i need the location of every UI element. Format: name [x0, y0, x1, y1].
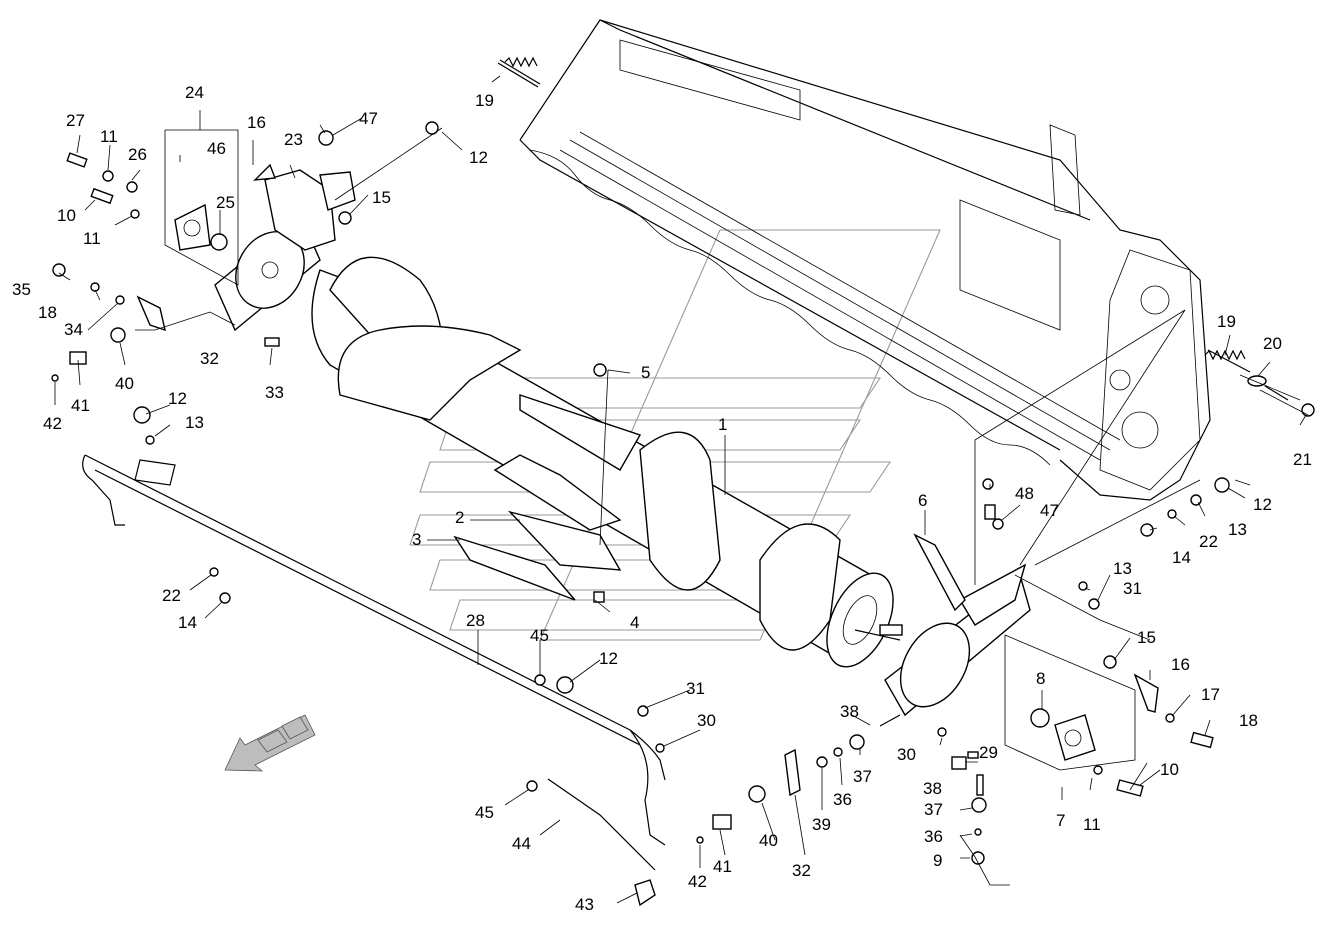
- callout-31a: 31: [686, 679, 705, 698]
- callout-12d: 12: [1253, 495, 1272, 514]
- leader-lines: [54, 75, 1309, 904]
- left-side-plate: [214, 169, 356, 332]
- callout-38b: 38: [923, 779, 942, 798]
- callout-14b: 14: [1172, 548, 1191, 567]
- callout-25: 25: [216, 193, 235, 212]
- callout-14a: 14: [178, 613, 197, 632]
- callout-13b: 13: [1228, 520, 1247, 539]
- callout-37b: 37: [924, 800, 943, 819]
- left-bearing-housing: [174, 203, 228, 251]
- callout-40a: 40: [115, 374, 134, 393]
- callout-16a: 16: [247, 113, 266, 132]
- callout-17: 17: [1201, 685, 1220, 704]
- callout-28: 28: [466, 611, 485, 630]
- callout-42a: 42: [43, 414, 62, 433]
- callout-labels: 1 2 3 4 5 6 7 8 9 10 10 11 11 11 12 12 1…: [12, 83, 1312, 914]
- callout-46: 46: [207, 139, 226, 158]
- callout-40b: 40: [759, 831, 778, 850]
- callout-20: 20: [1263, 334, 1282, 353]
- callout-27: 27: [66, 111, 85, 130]
- tubular-guard: [82, 454, 666, 846]
- callout-13c: 13: [1113, 559, 1132, 578]
- callout-2: 2: [455, 508, 464, 527]
- callout-44: 44: [512, 834, 531, 853]
- callout-37a: 37: [853, 767, 872, 786]
- callout-19b: 19: [1217, 312, 1236, 331]
- callout-8: 8: [1036, 669, 1045, 688]
- callout-7: 7: [1056, 811, 1065, 830]
- springs: [497, 56, 1289, 907]
- callout-43: 43: [575, 895, 594, 914]
- hardware: [51, 121, 1315, 865]
- callout-24: 24: [185, 83, 204, 102]
- callout-12b: 12: [168, 389, 187, 408]
- callout-10b: 10: [1160, 760, 1179, 779]
- callout-5: 5: [641, 363, 650, 382]
- callout-36b: 36: [924, 827, 943, 846]
- direction-arrow-icon: [224, 714, 316, 772]
- callout-30b: 30: [897, 745, 916, 764]
- right-side-plate: [884, 533, 1031, 717]
- callout-31b: 31: [1123, 579, 1142, 598]
- callout-45a: 45: [530, 626, 549, 645]
- callout-15a: 15: [372, 188, 391, 207]
- callout-48: 48: [1015, 484, 1034, 503]
- callout-38a: 38: [840, 702, 859, 721]
- callout-11c: 11: [1083, 815, 1101, 834]
- callout-16b: 16: [1171, 655, 1190, 674]
- callout-45b: 45: [475, 803, 494, 822]
- callout-41b: 41: [713, 857, 732, 876]
- callout-15b: 15: [1137, 628, 1156, 647]
- callout-11a: 11: [100, 127, 118, 146]
- callout-3: 3: [412, 530, 421, 549]
- right-bearing-housing: [1030, 708, 1096, 761]
- callout-11b: 11: [83, 229, 101, 248]
- callout-13a: 13: [185, 413, 204, 432]
- callout-12a: 12: [469, 148, 488, 167]
- callout-22b: 22: [1199, 532, 1218, 551]
- callout-9: 9: [933, 851, 942, 870]
- callout-30a: 30: [697, 711, 716, 730]
- callout-4: 4: [630, 613, 639, 632]
- callout-33: 33: [265, 383, 284, 402]
- callout-21: 21: [1293, 450, 1312, 469]
- paddles: [453, 394, 642, 601]
- callout-10a: 10: [57, 206, 76, 225]
- callout-12c: 12: [599, 649, 618, 668]
- callout-18b: 18: [1239, 711, 1258, 730]
- callout-26: 26: [128, 145, 147, 164]
- callout-34: 34: [64, 320, 83, 339]
- callout-18a: 18: [38, 303, 57, 322]
- callout-22a: 22: [162, 586, 181, 605]
- auger-drum: [311, 256, 903, 668]
- callout-29: 29: [979, 743, 998, 762]
- callout-39: 39: [812, 815, 831, 834]
- callout-23: 23: [284, 130, 303, 149]
- callout-47a: 47: [359, 109, 378, 128]
- callout-41a: 41: [71, 396, 90, 415]
- callout-47b: 47: [1040, 501, 1059, 520]
- callout-32b: 32: [792, 861, 811, 880]
- pickup-frame: [519, 19, 1211, 501]
- callout-42b: 42: [688, 872, 707, 891]
- callout-35: 35: [12, 280, 31, 299]
- callout-1: 1: [718, 415, 727, 434]
- callout-19a: 19: [475, 91, 494, 110]
- callout-32a: 32: [200, 349, 219, 368]
- callout-36a: 36: [833, 790, 852, 809]
- callout-6: 6: [918, 491, 927, 510]
